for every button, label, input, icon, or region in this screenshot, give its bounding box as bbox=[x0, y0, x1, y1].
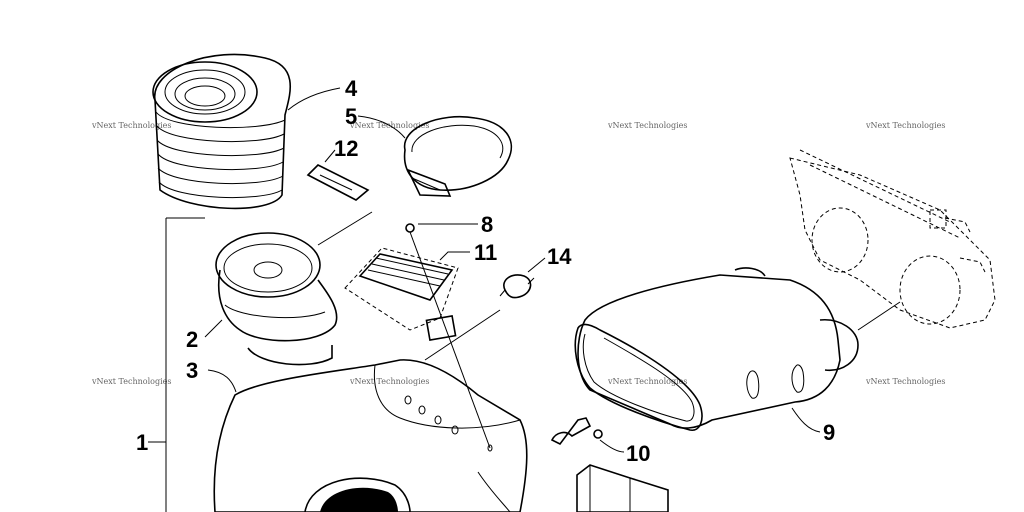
callout-12: 12 bbox=[334, 136, 358, 161]
callout-labels: 1 2 3 4 5 8 9 10 11 12 14 bbox=[136, 76, 835, 466]
leader-2 bbox=[204, 319, 223, 338]
leader-12 bbox=[324, 149, 336, 163]
part-14-clip bbox=[499, 274, 535, 299]
callout-3: 3 bbox=[186, 358, 198, 383]
leader-5 bbox=[357, 115, 406, 139]
leader-10 bbox=[599, 439, 625, 453]
leader-lines bbox=[148, 87, 901, 512]
watermark: vNext Technologies bbox=[865, 377, 945, 386]
callout-11: 11 bbox=[474, 240, 497, 265]
part-9-duct bbox=[574, 267, 859, 431]
leader-extra bbox=[317, 211, 901, 361]
throttle-body-reference bbox=[789, 149, 996, 329]
callout-8: 8 bbox=[481, 212, 493, 237]
part-2-adapter bbox=[215, 232, 338, 366]
leader-4 bbox=[287, 87, 341, 111]
leader-3 bbox=[207, 369, 237, 393]
watermark: vNext Technologies bbox=[349, 377, 429, 386]
callout-4: 4 bbox=[345, 76, 358, 101]
watermark: vNext Technologies bbox=[91, 377, 171, 386]
watermark: vNext Technologies bbox=[607, 377, 687, 386]
callout-2: 2 bbox=[186, 327, 198, 352]
part-4-bellows bbox=[152, 53, 291, 210]
part-12-decal bbox=[306, 164, 370, 201]
part-11-label bbox=[344, 247, 459, 342]
callout-1: 1 bbox=[136, 430, 148, 455]
part-8-screw bbox=[405, 223, 491, 449]
leader-14 bbox=[527, 257, 546, 273]
watermark: vNext Technologies bbox=[865, 121, 945, 130]
callout-10: 10 bbox=[626, 441, 650, 466]
callout-5: 5 bbox=[345, 104, 357, 129]
leader-1 bbox=[148, 217, 205, 512]
part-3-airbox bbox=[213, 359, 528, 512]
part-5-clamp bbox=[403, 116, 513, 197]
leader-9 bbox=[791, 407, 821, 433]
part-10-bracket bbox=[550, 417, 669, 512]
callout-14: 14 bbox=[547, 244, 572, 269]
leader-11 bbox=[439, 251, 470, 261]
watermark: vNext Technologies bbox=[607, 121, 687, 130]
callout-9: 9 bbox=[823, 420, 835, 445]
watermark: vNext Technologies bbox=[91, 121, 171, 130]
